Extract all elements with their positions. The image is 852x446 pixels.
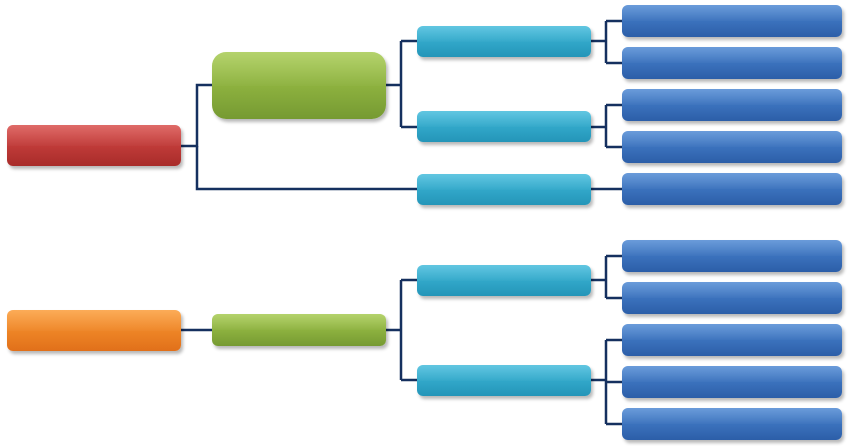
connector-root1-branch (181, 83, 212, 148)
leaf-node-blue-1 (622, 5, 842, 37)
leaf-node-blue-7 (622, 282, 842, 314)
connector-green2-cyans (386, 278, 417, 382)
connector-green1-cyans (386, 39, 417, 129)
sub-node-cyan-1 (417, 26, 591, 57)
leaf-node-blue-9 (622, 366, 842, 398)
leaf-node-blue-3 (622, 89, 842, 121)
connector-cyan1-leaves (591, 19, 622, 65)
sub-node-cyan-5 (417, 365, 591, 396)
branch-node-green-small (212, 314, 386, 346)
leaf-node-blue-10 (622, 408, 842, 440)
sub-node-cyan-2 (417, 111, 591, 142)
leaf-node-blue-5 (622, 173, 842, 205)
sub-node-cyan-3 (417, 174, 591, 205)
root-node-orange (7, 310, 181, 351)
connector-cyan2-leaves (591, 103, 622, 149)
leaf-node-blue-6 (622, 240, 842, 272)
leaf-node-blue-8 (622, 324, 842, 356)
root-node-red (7, 125, 181, 166)
branch-node-green-large (212, 52, 386, 119)
connector-group (181, 19, 622, 426)
connector-root1-direct (195, 146, 417, 191)
connector-cyan4-leaves (591, 254, 622, 300)
sub-node-cyan-4 (417, 265, 591, 296)
connector-cyan5-leaves (591, 338, 622, 426)
leaf-node-blue-2 (622, 47, 842, 79)
leaf-node-blue-4 (622, 131, 842, 163)
